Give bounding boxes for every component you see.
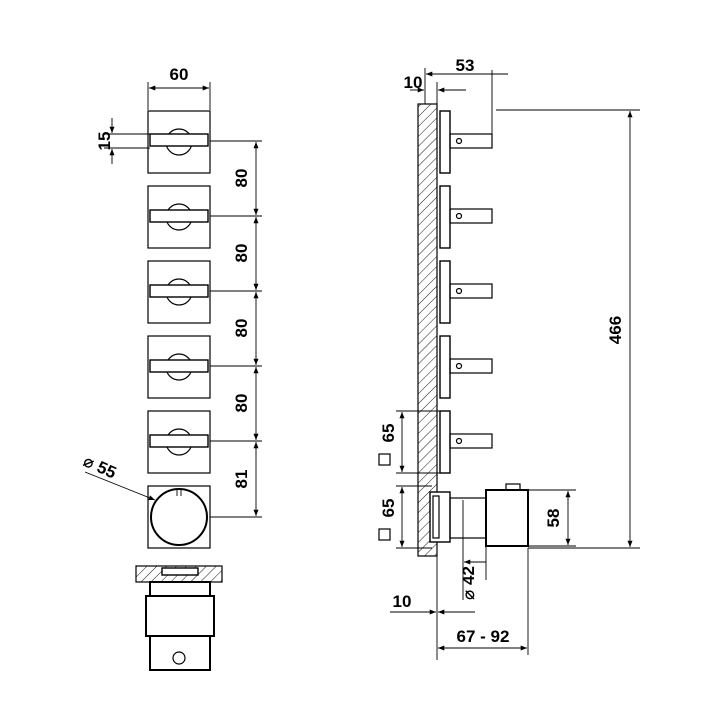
valve-plate-2 [147,185,211,249]
label-spacing-2: 80 [232,244,251,263]
thermostatic-plate [147,485,211,549]
dimension-width-60: 60 [147,65,211,110]
valve-plate-4 [147,335,211,399]
dimension-range-67-92: 67 - 92 [438,548,529,655]
dimension-thermo-58: 58 [528,489,576,547]
label-lever: 15 [95,132,114,151]
wall-section [417,103,438,557]
dimension-lever-15: 15 [95,118,150,164]
label-spacing-1: 80 [232,169,251,188]
dimension-square-65-lower: 65 [378,485,432,549]
label-spacing-3: 80 [232,319,251,338]
label-height: 466 [606,316,625,344]
label-spacing-5: 81 [232,470,251,489]
label-range: 67 - 92 [457,627,510,646]
label-knob: ⌀ 42 [459,566,478,600]
label-square-2: 65 [379,499,398,518]
valve-side-2 [439,185,493,249]
valve-plate-3 [147,260,211,324]
dimension-bottom-wall-10: 10 [390,548,475,660]
dimension-spacing-chain: 80 80 80 80 81 [210,140,262,518]
dimension-diameter-42: ⌀ 42 [459,500,487,600]
thermostatic-side [429,483,529,547]
dimension-square-65-upper: 65 [378,410,440,474]
side-view: 10 53 [378,56,640,660]
label-square-1: 65 [379,424,398,443]
label-wall: 10 [404,73,423,92]
label-thermo: 58 [544,509,563,528]
front-view: 60 15 [80,65,262,671]
valve-side-3 [439,260,493,324]
dimension-height-466: 466 [496,109,640,549]
dimension-diameter-55: ⌀ 55 [80,451,156,501]
square-symbol-2 [378,528,391,541]
dimension-depth-53: 53 [426,56,508,77]
valve-side-4 [439,335,493,399]
valve-plate-1 [147,110,211,174]
label-depth: 53 [456,56,475,75]
valve-side-1 [439,110,493,174]
square-symbol-1 [378,453,391,466]
label-width: 60 [170,65,189,84]
label-bottom-wall: 10 [393,592,412,611]
valve-body-view [135,565,223,671]
label-spacing-4: 80 [232,394,251,413]
dimension-wall-10: 10 [404,73,466,93]
valve-side-5 [439,410,493,474]
valve-plate-5 [147,410,211,474]
